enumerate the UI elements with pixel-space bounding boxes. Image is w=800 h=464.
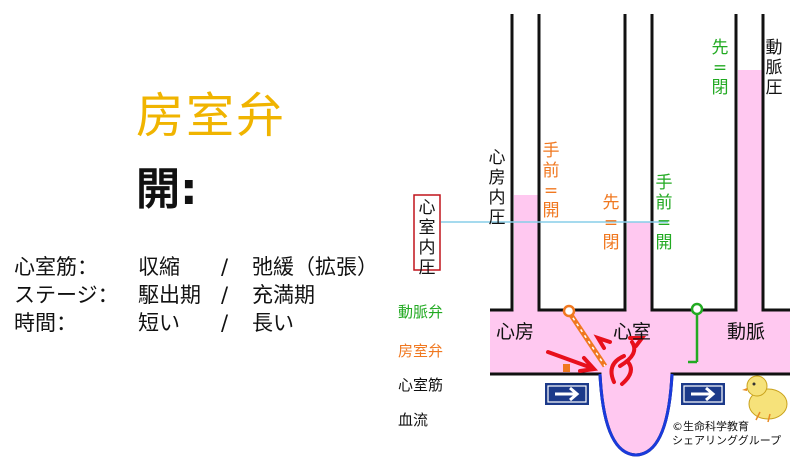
- ventricle-bulge-fluid: [600, 374, 672, 455]
- info-left-value: 短い: [138, 311, 180, 335]
- ventricular-pressure-box: [413, 194, 441, 271]
- flow-button-frame: [683, 385, 723, 403]
- legend-arterial-valve: 動脈弁: [398, 303, 444, 321]
- muscle-arrowhead: [628, 336, 646, 348]
- arterial-valve: [688, 302, 704, 364]
- flow-button-left: [545, 383, 589, 405]
- av-valve: [562, 304, 608, 372]
- arterial-tube-right-wall: [761, 14, 790, 312]
- info-label: 時間：: [14, 311, 77, 335]
- flow-button-right: [681, 383, 725, 405]
- arterial-valve-hinge: [690, 302, 704, 316]
- credit: ©生命科学教育 シェアリンググループ: [672, 420, 781, 448]
- atrial-tube-fluid: [514, 195, 538, 311]
- muscle-arrows: [546, 334, 646, 386]
- info-label: ステージ：: [14, 283, 119, 307]
- flow-button-frame: [547, 385, 587, 403]
- info-left-value: 駆出期: [138, 283, 201, 307]
- legend-flow: 血流: [398, 411, 429, 429]
- info-right-value: 充満期: [252, 283, 315, 307]
- right-arrow-icon: [691, 386, 716, 402]
- info-row-time: 時間： 短い / 長い: [14, 313, 394, 335]
- chick-mascot-icon: [742, 375, 788, 423]
- arterial-front-open-label: 手前=開: [655, 173, 673, 253]
- legend-muscle: 心室筋: [398, 376, 444, 394]
- info-left-value: 収縮: [138, 255, 180, 279]
- ventricle-label: 心室: [613, 321, 652, 343]
- right-arrow-icon: [555, 386, 580, 402]
- info-row-stage: ステージ： 駆出期 / 充満期: [14, 285, 394, 307]
- ventricular-pressure-label: 心室内圧: [418, 198, 436, 278]
- info-separator: /: [221, 283, 229, 307]
- arterial-pressure-label: 動脈圧: [765, 38, 783, 98]
- av-valve-leaflet: [566, 310, 608, 368]
- legend-av-valve: 房室弁: [398, 342, 444, 360]
- muscle-arrowhead: [593, 334, 612, 350]
- av-valve-marker: [563, 364, 570, 372]
- muscle-arrow: [609, 354, 626, 384]
- valve-title: 房室弁: [136, 88, 287, 144]
- muscle-arrow: [620, 360, 633, 386]
- info-separator: /: [221, 311, 229, 335]
- ventricle-muscle-wall: [598, 373, 674, 457]
- muscle-arrow: [618, 340, 637, 368]
- info-right-value: 弛緩（拡張）: [252, 255, 378, 279]
- atrium-label: 心房: [496, 321, 535, 343]
- av-valve-hinge: [562, 304, 576, 318]
- muscle-arrowhead: [578, 356, 599, 373]
- av-back-closed-label: 先=閉: [602, 193, 620, 253]
- muscle-arrow: [546, 350, 594, 370]
- arterial-tube-fluid: [738, 70, 762, 311]
- credit-line: ©生命科学教育: [672, 420, 749, 433]
- valve-status: 開:: [136, 164, 198, 215]
- info-row-muscle: 心室筋： 収縮 / 弛緩（拡張）: [14, 257, 394, 279]
- info-separator: /: [221, 255, 229, 279]
- info-label: 心室筋：: [14, 255, 98, 279]
- info-right-value: 長い: [252, 311, 294, 335]
- av-front-open-label: 手前=開: [542, 141, 560, 221]
- arterial-back-closed-label: 先=閉: [711, 38, 729, 98]
- credit-line: シェアリンググループ: [672, 434, 782, 447]
- artery-label: 動脈: [727, 321, 766, 343]
- atrial-tube-left-wall: [490, 14, 514, 312]
- atrium-ventricle-wall: [537, 14, 627, 312]
- ventricular-tube-fluid: [627, 222, 651, 311]
- atrial-pressure-label: 心房内圧: [488, 148, 506, 228]
